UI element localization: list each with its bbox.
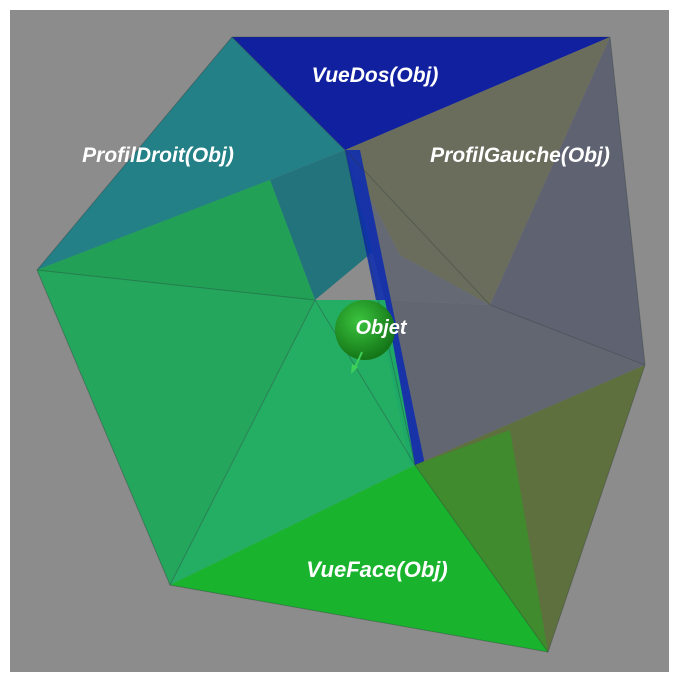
label-back-view: VueDos(Obj) xyxy=(312,64,439,87)
polyhedron xyxy=(36,36,646,653)
label-left-profile: ProfilGauche(Obj) xyxy=(430,144,610,167)
upper-green-face xyxy=(37,180,315,300)
label-right-profile: ProfilDroit(Obj) xyxy=(82,144,234,167)
left-profile-face-outer xyxy=(490,37,645,365)
front-face xyxy=(170,465,548,652)
left-profile-face xyxy=(345,37,610,305)
right-profile-inner xyxy=(270,150,375,300)
arrow-head-icon xyxy=(351,364,358,374)
front-face-right xyxy=(415,430,548,652)
label-front-view: VueFace(Obj) xyxy=(306,557,447,582)
lower-right-face xyxy=(415,365,645,652)
left-profile-face-lower xyxy=(385,300,645,465)
label-object: Objet xyxy=(355,317,407,339)
object-sphere[interactable] xyxy=(335,300,395,360)
back-face xyxy=(232,37,610,150)
right-profile-face xyxy=(37,37,345,270)
